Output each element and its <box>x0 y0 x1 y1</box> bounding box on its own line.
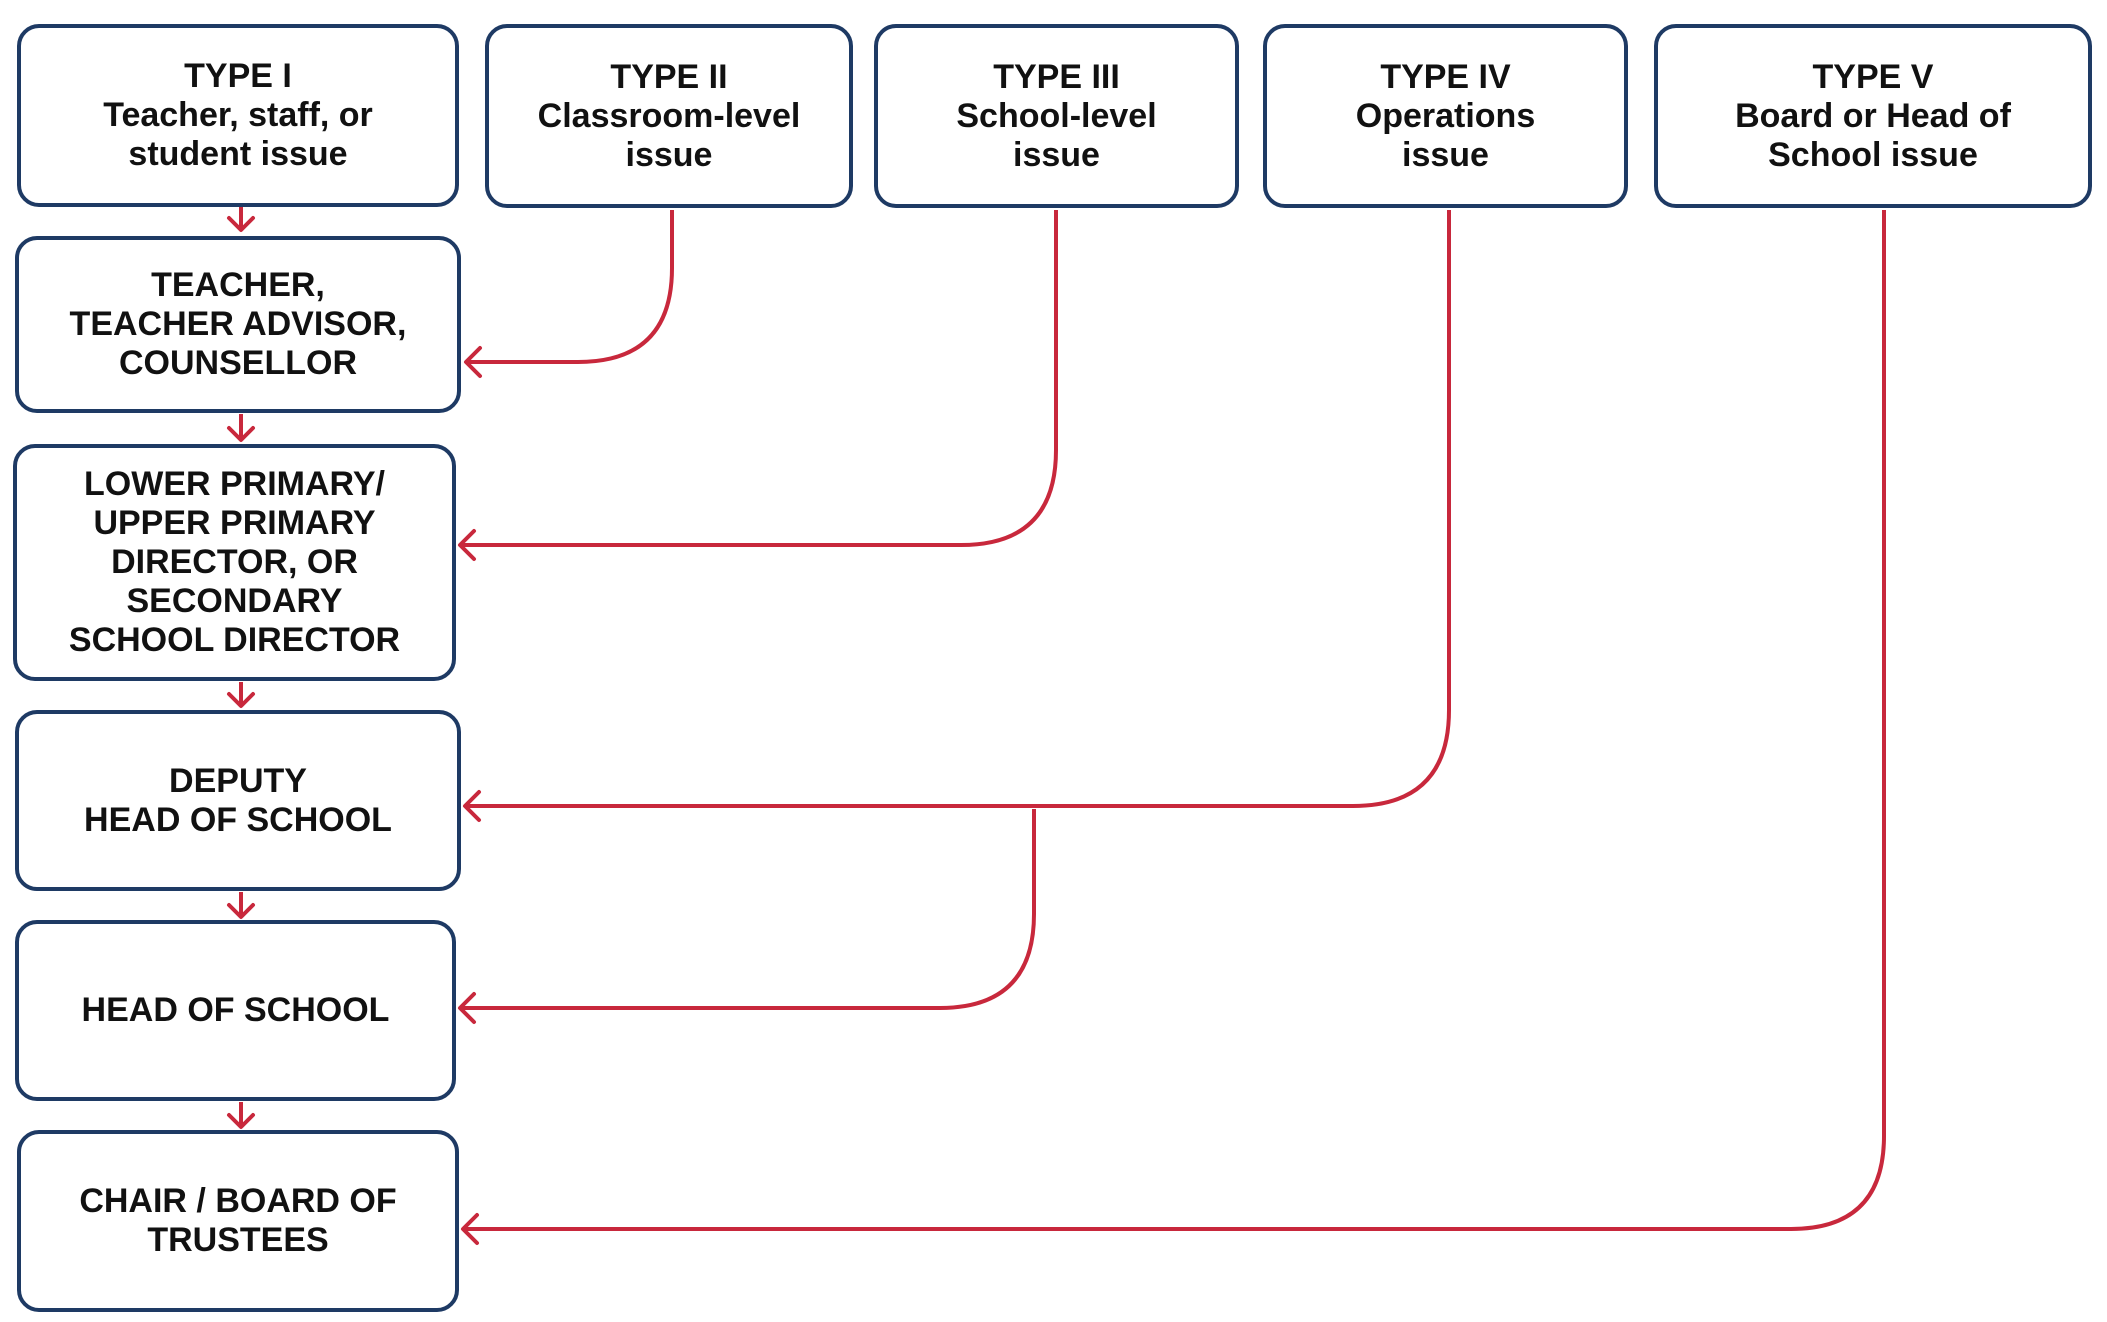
issue-type-1-desc-line1: Teacher, staff, or <box>103 96 373 134</box>
level-director-line5: SCHOOL DIRECTOR <box>68 621 401 659</box>
level-board-line2: TRUSTEES <box>147 1221 329 1259</box>
issue-type-3-box: TYPE III School-level issue <box>874 24 1239 208</box>
chain-arrow-head-to-board <box>227 1102 255 1129</box>
chain-arrow-type1-to-teacher <box>227 206 255 232</box>
issue-type-4-desc-line1: Operations <box>1355 96 1536 135</box>
issue-type-4-title: TYPE IV <box>1380 57 1511 96</box>
issue-type-1-title: TYPE I <box>184 57 292 95</box>
route-type2-to-teacher <box>464 210 674 378</box>
level-deputy-head-box: DEPUTY HEAD OF SCHOOL <box>15 710 461 891</box>
level-deputy-head-line1: DEPUTY <box>169 761 307 800</box>
issue-type-2-box: TYPE II Classroom-level issue <box>485 24 853 208</box>
issue-type-2-desc-line2: issue <box>625 135 713 174</box>
level-director-line1: LOWER PRIMARY/ <box>84 465 385 503</box>
level-board-box: CHAIR / BOARD OF TRUSTEES <box>17 1130 459 1312</box>
issue-type-5-desc-line1: Board or Head of <box>1735 96 2011 135</box>
issue-type-1-box: TYPE I Teacher, staff, or student issue <box>17 24 459 207</box>
chain-arrow-deputy-to-head <box>227 892 255 919</box>
level-head-of-school-box: HEAD OF SCHOOL <box>15 920 456 1101</box>
level-teacher-box: TEACHER, TEACHER ADVISOR, COUNSELLOR <box>15 236 461 413</box>
level-director-line3: DIRECTOR, OR <box>111 543 358 581</box>
level-director-box: LOWER PRIMARY/ UPPER PRIMARY DIRECTOR, O… <box>13 444 456 681</box>
chain-arrow-teacher-to-director <box>227 414 255 442</box>
issue-type-4-desc-line2: issue <box>1402 135 1489 174</box>
issue-type-3-desc-line2: issue <box>1013 135 1100 174</box>
route-type5-to-board <box>461 210 1886 1245</box>
level-director-line4: SECONDARY <box>126 582 343 620</box>
issue-type-4-box: TYPE IV Operations issue <box>1263 24 1628 208</box>
level-teacher-line3: COUNSELLOR <box>119 344 357 382</box>
level-director-line2: UPPER PRIMARY <box>93 504 376 542</box>
chain-arrow-director-to-deputy <box>227 682 255 708</box>
issue-type-2-desc-line1: Classroom-level <box>537 96 801 135</box>
level-teacher-line2: TEACHER ADVISOR, <box>69 305 407 343</box>
issue-type-5-title: TYPE V <box>1812 57 1934 96</box>
issue-type-3-title: TYPE III <box>993 57 1120 96</box>
route-type4-to-head-of-school <box>458 809 1036 1024</box>
level-teacher-line1: TEACHER, <box>151 266 325 304</box>
level-deputy-head-line2: HEAD OF SCHOOL <box>84 800 392 839</box>
issue-type-3-desc-line1: School-level <box>956 96 1157 135</box>
issue-type-1-desc-line2: student issue <box>128 135 348 173</box>
issue-type-5-desc-line2: School issue <box>1768 135 1978 174</box>
issue-type-2-title: TYPE II <box>610 57 728 96</box>
level-board-line1: CHAIR / BOARD OF <box>79 1182 397 1220</box>
issue-type-5-box: TYPE V Board or Head of School issue <box>1654 24 2092 208</box>
route-type3-to-director <box>458 210 1058 561</box>
route-type4-to-deputy-head <box>463 210 1451 822</box>
level-head-of-school-line1: HEAD OF SCHOOL <box>81 991 390 1029</box>
